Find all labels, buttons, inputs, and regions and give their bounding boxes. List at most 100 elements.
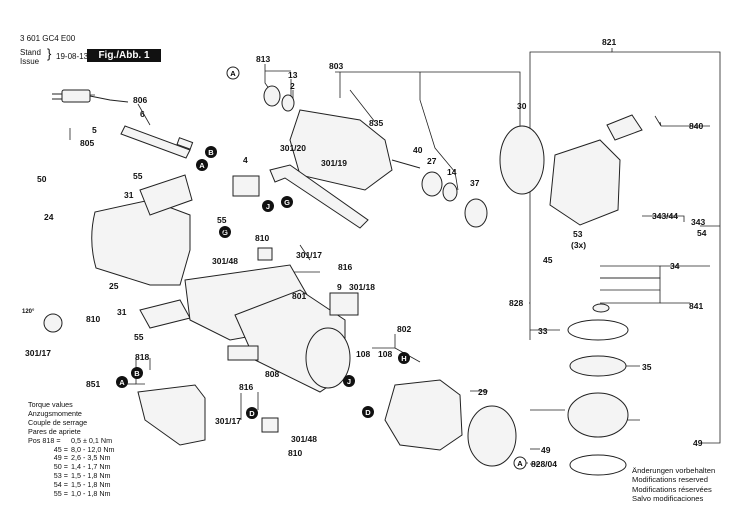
- marker-b2: B: [131, 367, 143, 379]
- label-828-04: 828/04: [531, 459, 557, 469]
- label-810c: 810: [288, 448, 302, 458]
- label-301-19: 301/19: [321, 158, 347, 168]
- label-3x: (3x): [571, 240, 586, 250]
- label-108b: 108: [378, 349, 392, 359]
- marker-a3: A: [116, 376, 128, 388]
- modification-note: Änderungen vorbehalten Modifications res…: [632, 466, 715, 504]
- brush-holder-4: [232, 175, 260, 197]
- label-55a: 55: [133, 171, 143, 181]
- label-810b: 810: [86, 314, 100, 324]
- marker-d2: D: [362, 406, 374, 418]
- note-line-2: Modifications réservées: [632, 484, 712, 494]
- torque-values: Torque values Anzugsmomente Couple de se…: [28, 400, 115, 499]
- label-816a: 816: [338, 262, 352, 272]
- marker-a2: A: [196, 159, 208, 171]
- label-29: 29: [478, 387, 488, 397]
- label-54: 54: [697, 228, 707, 238]
- bearing-14: [442, 182, 458, 202]
- label-55c: 55: [134, 332, 144, 342]
- label-5: 5: [92, 125, 97, 135]
- torque-title-3: Pares de apriete: [28, 426, 81, 436]
- label-816b: 816: [239, 382, 253, 392]
- note-line-3: Salvo modificaciones: [632, 494, 704, 504]
- bearing-37: [464, 198, 488, 228]
- label-9: 9: [337, 282, 342, 292]
- cable-sleeve: [120, 125, 191, 159]
- label-25: 25: [109, 281, 119, 291]
- label-37: 37: [470, 178, 480, 188]
- label-45: 45: [543, 255, 553, 265]
- label-802: 802: [397, 324, 411, 334]
- label-301-17a: 301/17: [296, 250, 322, 260]
- cover-31: [139, 174, 193, 216]
- label-801: 801: [292, 291, 306, 301]
- part-number: 3 601 GC4 E00: [20, 34, 76, 43]
- bearing-13: [263, 85, 281, 107]
- label-31b: 31: [117, 307, 127, 317]
- label-33: 33: [538, 326, 548, 336]
- label-301-48a: 301/48: [212, 256, 238, 266]
- label-813: 813: [256, 54, 270, 64]
- svg-text:A: A: [119, 378, 125, 387]
- label-50: 50: [37, 174, 47, 184]
- torque-title-1: Anzugsmomente: [28, 408, 82, 418]
- plate-808: [227, 345, 259, 361]
- bearing-2: [281, 94, 295, 112]
- armature-803: [289, 109, 393, 191]
- note-line-1: Modifications reserved: [632, 475, 708, 485]
- label-6: 6: [140, 109, 145, 119]
- svg-text:J: J: [347, 377, 351, 386]
- label-818: 818: [135, 352, 149, 362]
- torque-title-0: Torque values: [28, 400, 73, 409]
- flange-35: [569, 355, 627, 377]
- marker-g1: G: [281, 196, 293, 208]
- marker-j2: J: [343, 375, 355, 387]
- marker-d1: D: [246, 407, 258, 419]
- ring-33: [567, 319, 629, 341]
- cover-31b: [139, 299, 191, 329]
- torque-row: 54 =1,5 - 1,8 Nm: [53, 480, 111, 490]
- stand-label: Stand: [20, 48, 41, 57]
- label-343-44: 343/44: [652, 211, 678, 221]
- spring-810: [43, 313, 63, 333]
- bevel-gear: [567, 392, 629, 438]
- torque-row: 50 =1,4 - 1,7 Nm: [53, 462, 111, 472]
- label-301-17c: 301/17: [215, 416, 241, 426]
- svg-text:G: G: [284, 198, 290, 207]
- lever-840: [606, 114, 643, 141]
- label-40: 40: [413, 145, 423, 155]
- svg-text:A: A: [230, 69, 236, 78]
- svg-text:J: J: [266, 202, 270, 211]
- svg-text:B: B: [134, 369, 140, 378]
- svg-text:D: D: [249, 409, 255, 418]
- torque-row: 53 =1,5 - 1,8 Nm: [53, 471, 111, 481]
- label-821: 821: [602, 37, 616, 47]
- label-13: 13: [288, 70, 298, 80]
- label-31a: 31: [124, 190, 134, 200]
- label-301-18: 301/18: [349, 282, 375, 292]
- marker-b1: B: [205, 146, 217, 158]
- label-14: 14: [447, 167, 457, 177]
- power-cable: [89, 95, 129, 103]
- label-120: 120°: [22, 309, 35, 315]
- label-53: 53: [573, 229, 583, 239]
- label-840: 840: [689, 121, 703, 131]
- torque-title-2: Couple de serrage: [28, 417, 88, 427]
- label-806: 806: [133, 95, 147, 105]
- svg-text:B: B: [208, 148, 214, 157]
- svg-text:H: H: [401, 354, 406, 363]
- brush-816b: [261, 417, 279, 433]
- cable-301-20: [269, 164, 369, 229]
- label-30: 30: [517, 101, 527, 111]
- torque-row: 45 =8,0 - 12,0 Nm: [53, 444, 115, 454]
- cable-clamp: [176, 137, 194, 150]
- housing-flange: [305, 327, 351, 389]
- label-108a: 108: [356, 349, 370, 359]
- label-803: 803: [329, 61, 343, 71]
- label-808: 808: [265, 369, 279, 379]
- issue-date: 19-08-13: [56, 52, 89, 61]
- label-24: 24: [44, 212, 54, 222]
- marker-j1: J: [262, 200, 274, 212]
- plate-9: [329, 292, 359, 316]
